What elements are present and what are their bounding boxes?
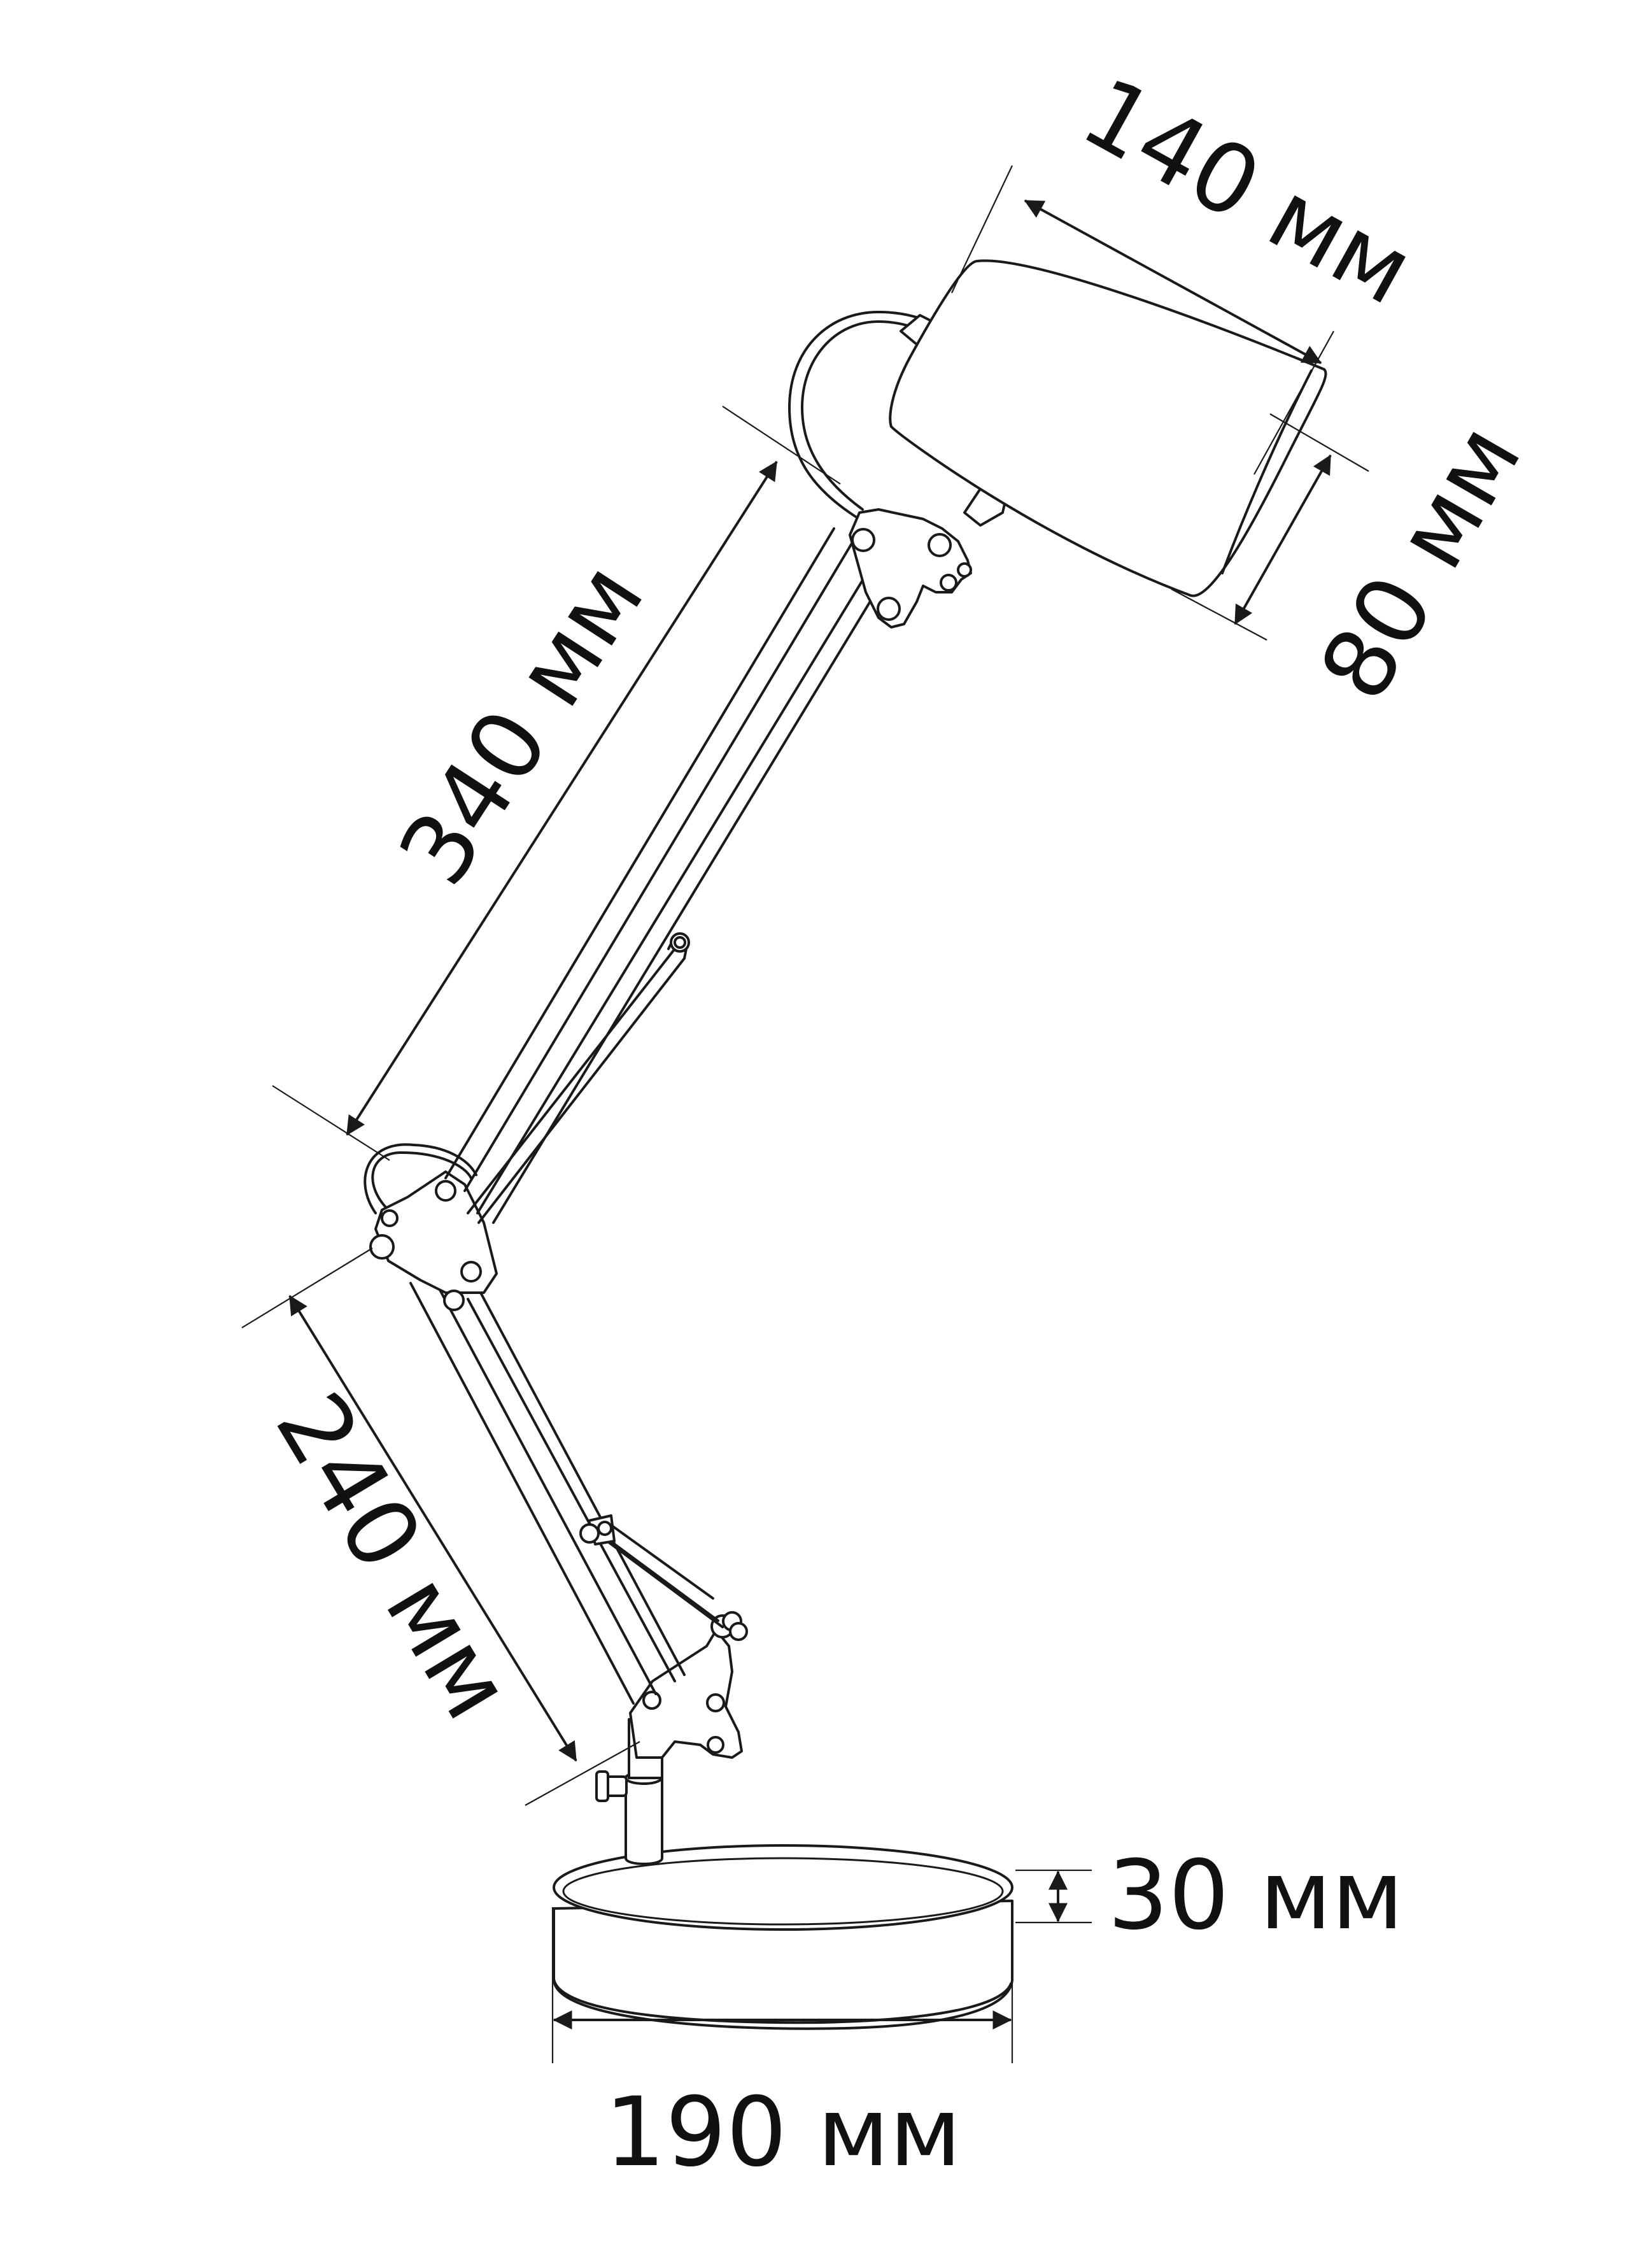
dimension-label-lower-arm: 240 мм [254, 1375, 533, 1738]
lamp-drawing [364, 259, 1327, 2030]
elbow-joint [364, 1143, 498, 1311]
dimension-label-shade-height: 80 мм [1299, 406, 1543, 718]
dimension-label-shade-length: 140 мм [1065, 57, 1430, 327]
dimension-base-height: 30 мм [1015, 1840, 1404, 1951]
dimension-base-diameter: 190 мм [551, 1907, 1013, 2188]
dimension-label-base-height: 30 мм [1108, 1840, 1404, 1951]
dimension-lower-arm: 240 мм [241, 1247, 640, 1806]
dimension-label-base-diameter: 190 мм [605, 2077, 961, 2188]
dimension-upper-arm: 340 мм [272, 406, 841, 1161]
lower-hinge-bracket [629, 1611, 748, 1759]
head-hinge-bracket [849, 473, 1017, 629]
lamp-base [553, 1844, 1013, 2030]
dimension-label-upper-arm: 340 мм [378, 544, 665, 904]
